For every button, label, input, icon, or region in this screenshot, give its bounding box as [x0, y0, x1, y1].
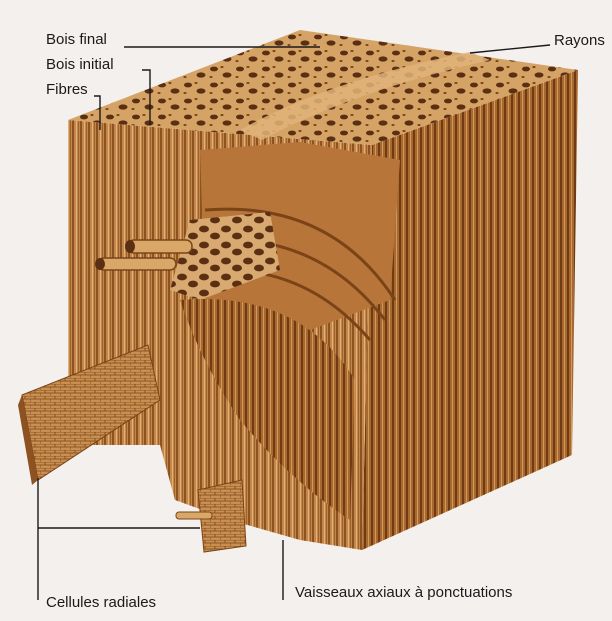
- label-bois-final: Bois final: [46, 32, 107, 47]
- label-rayons: Rayons: [554, 33, 605, 48]
- leader-rayons: [470, 45, 550, 53]
- label-fibres: Fibres: [46, 82, 88, 97]
- label-vaisseaux-axiaux: Vaisseaux axiaux à ponctuations: [295, 585, 512, 600]
- block-right-face: [362, 70, 578, 550]
- label-cellules-radiales: Cellules radiales: [46, 595, 156, 610]
- label-bois-initial: Bois initial: [46, 57, 114, 72]
